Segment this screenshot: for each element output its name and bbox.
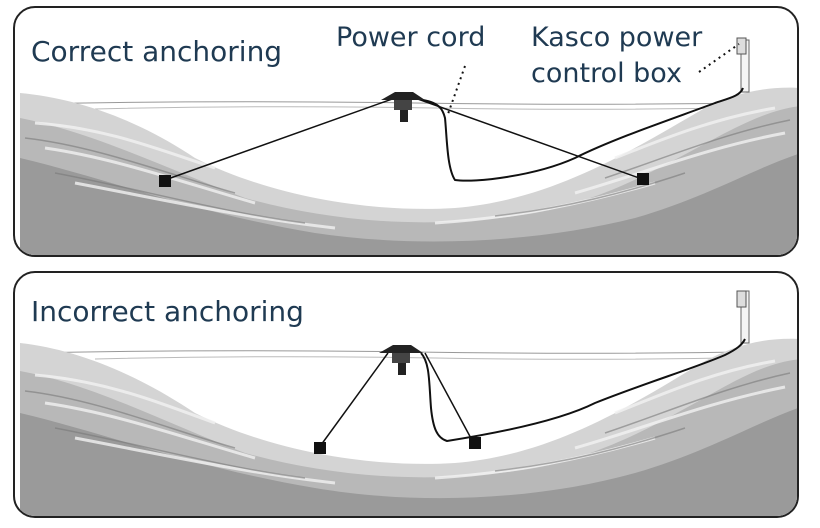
control-box <box>736 37 747 55</box>
mooring-line <box>320 352 389 446</box>
panel-title-correct: Correct anchoring <box>31 35 283 68</box>
incorrect-anchoring-illustration <box>20 290 797 516</box>
aerator-float <box>379 345 423 353</box>
aerator-motor <box>400 110 408 122</box>
terrain-texture-dark <box>24 119 791 224</box>
control-box-label-line1: Kasco power <box>531 22 703 53</box>
water-surface-line <box>24 101 796 105</box>
anchor-block <box>159 175 171 187</box>
terrain-texture-dark <box>24 372 791 479</box>
correct-anchoring-panel: Correct anchoring Power cord Kasco power… <box>13 6 799 257</box>
mooring-line <box>414 97 643 180</box>
panel-title-incorrect: Incorrect anchoring <box>31 295 304 328</box>
power-cord <box>422 87 744 182</box>
mooring-line <box>424 352 474 443</box>
pond-basin-deep <box>20 154 797 255</box>
aerator-body <box>394 100 412 110</box>
correct-anchoring-illustration <box>20 37 797 255</box>
anchor-block <box>469 437 481 449</box>
aerator-float <box>381 92 425 100</box>
control-box <box>736 290 747 308</box>
control-box-label-line2: control box <box>531 58 682 89</box>
aerator-body <box>392 353 410 363</box>
control-box-leader <box>698 43 740 73</box>
anchor-block <box>314 442 326 454</box>
pond-basin-deep <box>20 408 797 516</box>
power-cord <box>420 338 746 443</box>
power-cord-leader <box>447 65 466 115</box>
incorrect-anchoring-panel: Incorrect anchoring <box>13 271 799 518</box>
water-surface-line <box>94 106 776 110</box>
anchor-block <box>637 173 649 185</box>
aerator-motor <box>398 363 406 375</box>
mooring-line <box>164 97 396 181</box>
water-surface-line <box>94 356 776 360</box>
power-cord-label: Power cord <box>336 22 486 53</box>
